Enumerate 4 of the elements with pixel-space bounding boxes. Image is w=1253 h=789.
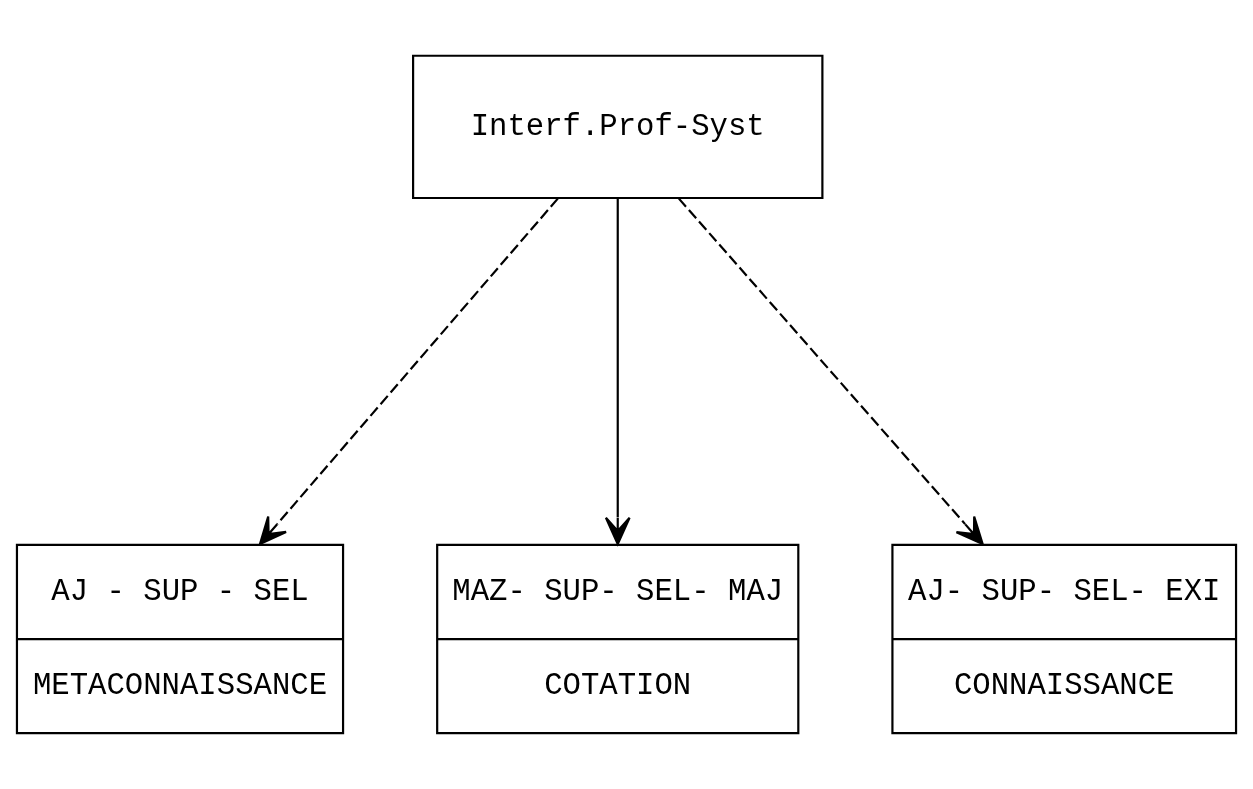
node-box: Interf.Prof-Syst bbox=[412, 54, 824, 199]
arrow bbox=[604, 198, 631, 545]
arrow bbox=[678, 197, 984, 545]
arrow bbox=[258, 197, 559, 545]
